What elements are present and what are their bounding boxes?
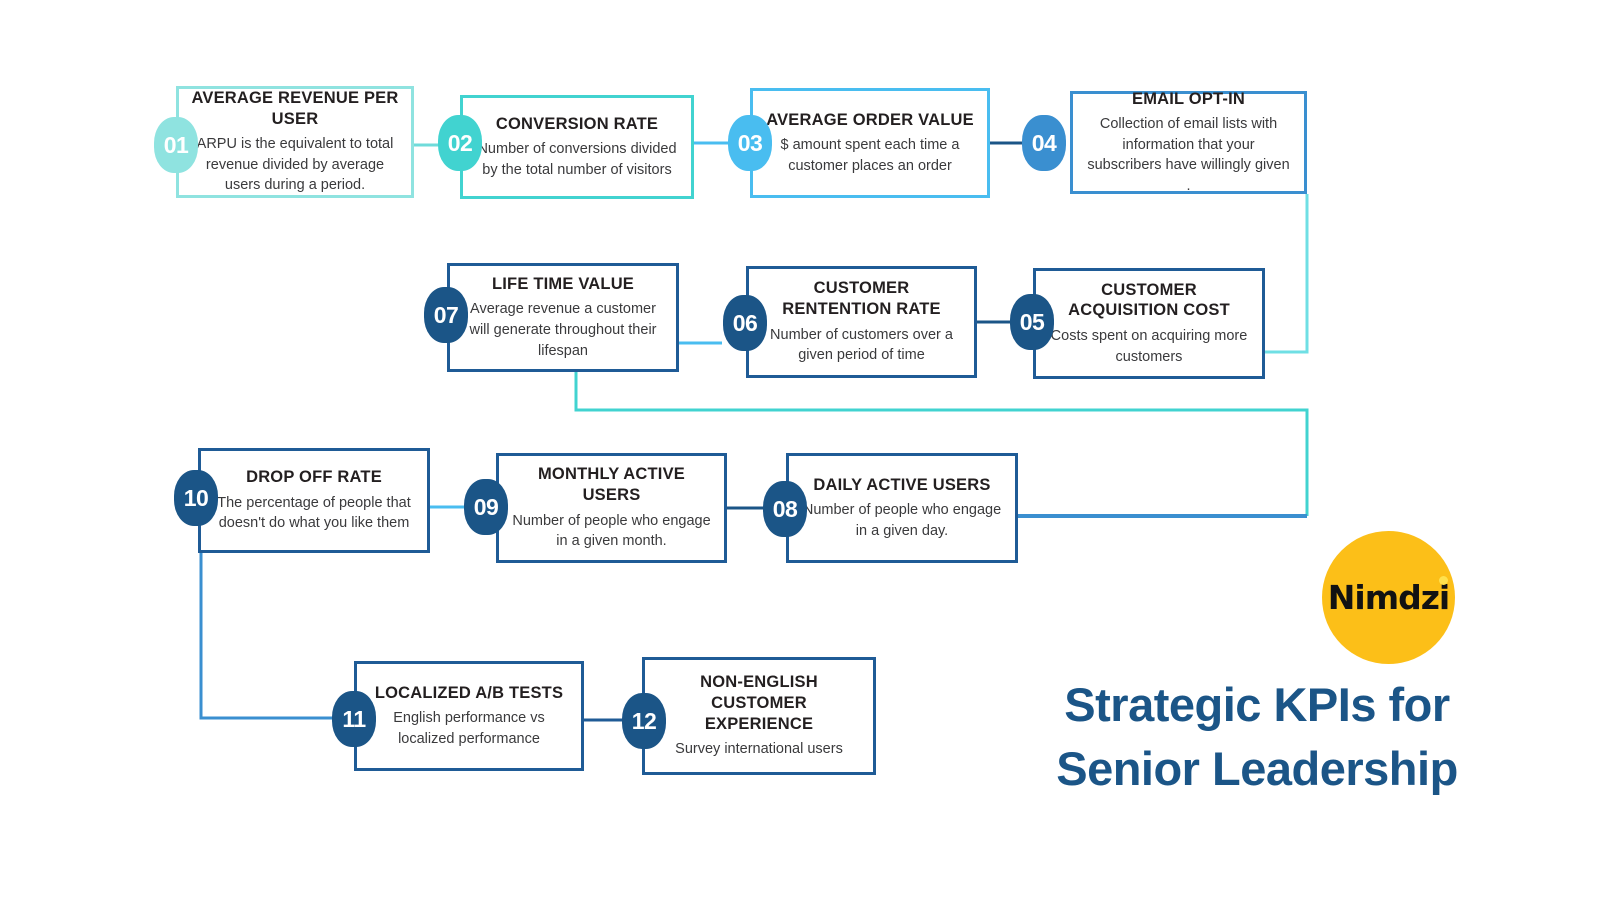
kpi-badge-11[interactable]: 11 bbox=[332, 691, 376, 747]
kpi-badge-03[interactable]: 03 bbox=[728, 115, 772, 171]
kpi-badge-number: 08 bbox=[772, 495, 798, 522]
brand-wordmark: Nimdzi bbox=[1327, 576, 1450, 617]
kpi-description: Collection of email lists with informati… bbox=[1087, 116, 1290, 194]
kpi-badge-number: 10 bbox=[183, 484, 209, 511]
kpi-description: Number of conversions divided by the tot… bbox=[477, 141, 677, 178]
logo-dot-icon bbox=[1439, 576, 1449, 585]
brand-text: Nimdzi bbox=[1327, 578, 1450, 617]
kpi-description: English performance vs localized perform… bbox=[393, 710, 545, 747]
kpi-title: DAILY ACTIVE USERS bbox=[813, 475, 991, 494]
kpi-card-02[interactable]: CONVERSION RATE Number of conversions di… bbox=[460, 95, 694, 199]
kpi-card-09[interactable]: MONTHLY ACTIVE USERS Number of people wh… bbox=[496, 453, 727, 563]
kpi-badge-09[interactable]: 09 bbox=[464, 479, 508, 535]
kpi-badge-04[interactable]: 04 bbox=[1022, 115, 1066, 171]
headline-line-1: Strategic KPIs for bbox=[1064, 678, 1450, 731]
kpi-badge-07[interactable]: 07 bbox=[424, 287, 468, 343]
kpi-badge-05[interactable]: 05 bbox=[1010, 294, 1054, 350]
kpi-badge-08[interactable]: 08 bbox=[763, 481, 807, 537]
kpi-card-05[interactable]: CUSTOMER ACQUISITION COST Costs spent on… bbox=[1033, 268, 1265, 379]
kpi-title: LIFE TIME VALUE bbox=[491, 274, 635, 293]
kpi-badge-number: 03 bbox=[737, 129, 763, 156]
kpi-badge-number: 07 bbox=[433, 301, 459, 328]
headline-line-2: Senior Leadership bbox=[1056, 741, 1458, 795]
kpi-badge-number: 12 bbox=[631, 707, 657, 734]
kpi-card-04[interactable]: EMAIL OPT-IN Collection of email lists w… bbox=[1070, 89, 1307, 194]
connector-04-05 bbox=[1265, 194, 1309, 354]
kpi-badge-number: 09 bbox=[473, 493, 499, 520]
kpi-description: Survey international users bbox=[675, 741, 843, 758]
nimdzi-logo: Nimdzi bbox=[1322, 531, 1455, 664]
kpi-title: CONVERSION RATE bbox=[495, 114, 659, 133]
kpi-card-06[interactable]: CUSTOMER RENTENTION RATE Number of custo… bbox=[746, 266, 977, 378]
kpi-description: Costs spent on acquiring more customers bbox=[1050, 328, 1248, 365]
kpi-description: ARPU is the equivalent to total revenue … bbox=[196, 136, 394, 194]
kpi-title: NON-ENGLISH CUSTOMER EXPERIENCE bbox=[700, 673, 818, 733]
kpi-description: Number of people who engage in a given d… bbox=[802, 502, 1002, 539]
kpi-badge-number: 02 bbox=[447, 129, 473, 156]
connector-10-11 bbox=[199, 553, 333, 720]
kpi-card-12[interactable]: NON-ENGLISH CUSTOMER EXPERIENCE Survey i… bbox=[642, 657, 876, 775]
kpi-badge-10[interactable]: 10 bbox=[174, 470, 218, 526]
kpi-badge-number: 11 bbox=[342, 705, 366, 732]
kpi-card-10[interactable]: DROP OFF RATE The percentage of people t… bbox=[198, 448, 430, 553]
kpi-badge-number: 04 bbox=[1031, 129, 1057, 156]
kpi-card-08[interactable]: DAILY ACTIVE USERS Number of people who … bbox=[786, 453, 1018, 563]
kpi-badge-number: 06 bbox=[732, 309, 758, 336]
kpi-description: Number of customers over a given period … bbox=[770, 326, 953, 364]
kpi-title: LOCALIZED A/B TESTS bbox=[374, 683, 564, 702]
kpi-badge-02[interactable]: 02 bbox=[438, 115, 482, 171]
kpi-description: $ amount spent each time a customer plac… bbox=[780, 137, 960, 174]
kpi-title: EMAIL OPT-IN bbox=[1131, 89, 1246, 108]
kpi-title: CUSTOMER RENTENTION RATE bbox=[782, 279, 941, 318]
kpi-card-11[interactable]: LOCALIZED A/B TESTS English performance … bbox=[354, 661, 584, 771]
kpi-card-01[interactable]: AVERAGE REVENUE PER USER ARPU is the equ… bbox=[176, 86, 414, 198]
kpi-description: The percentage of people that doesn't do… bbox=[217, 494, 411, 532]
kpi-badge-06[interactable]: 06 bbox=[723, 295, 767, 351]
kpi-description: Number of people who engage in a given m… bbox=[512, 512, 711, 550]
poster-headline: Strategic KPIs for Senior Leadership bbox=[1022, 673, 1492, 801]
kpi-title: CUSTOMER ACQUISITION COST bbox=[1068, 280, 1230, 320]
kpi-title: DROP OFF RATE bbox=[246, 468, 382, 487]
kpi-card-03[interactable]: AVERAGE ORDER VALUE $ amount spent each … bbox=[750, 88, 990, 198]
kpi-badge-12[interactable]: 12 bbox=[622, 693, 666, 749]
kpi-card-07[interactable]: LIFE TIME VALUE Average revenue a custom… bbox=[447, 263, 679, 372]
kpi-description: Average revenue a customer will generate… bbox=[469, 301, 657, 359]
kpi-badge-number: 05 bbox=[1019, 308, 1045, 335]
kpi-title: MONTHLY ACTIVE USERS bbox=[537, 465, 686, 504]
kpi-badge-01[interactable]: 01 bbox=[154, 117, 198, 173]
kpi-title: AVERAGE ORDER VALUE bbox=[766, 110, 974, 129]
kpi-badge-number: 01 bbox=[163, 131, 189, 158]
kpi-title: AVERAGE REVENUE PER USER bbox=[191, 89, 399, 128]
